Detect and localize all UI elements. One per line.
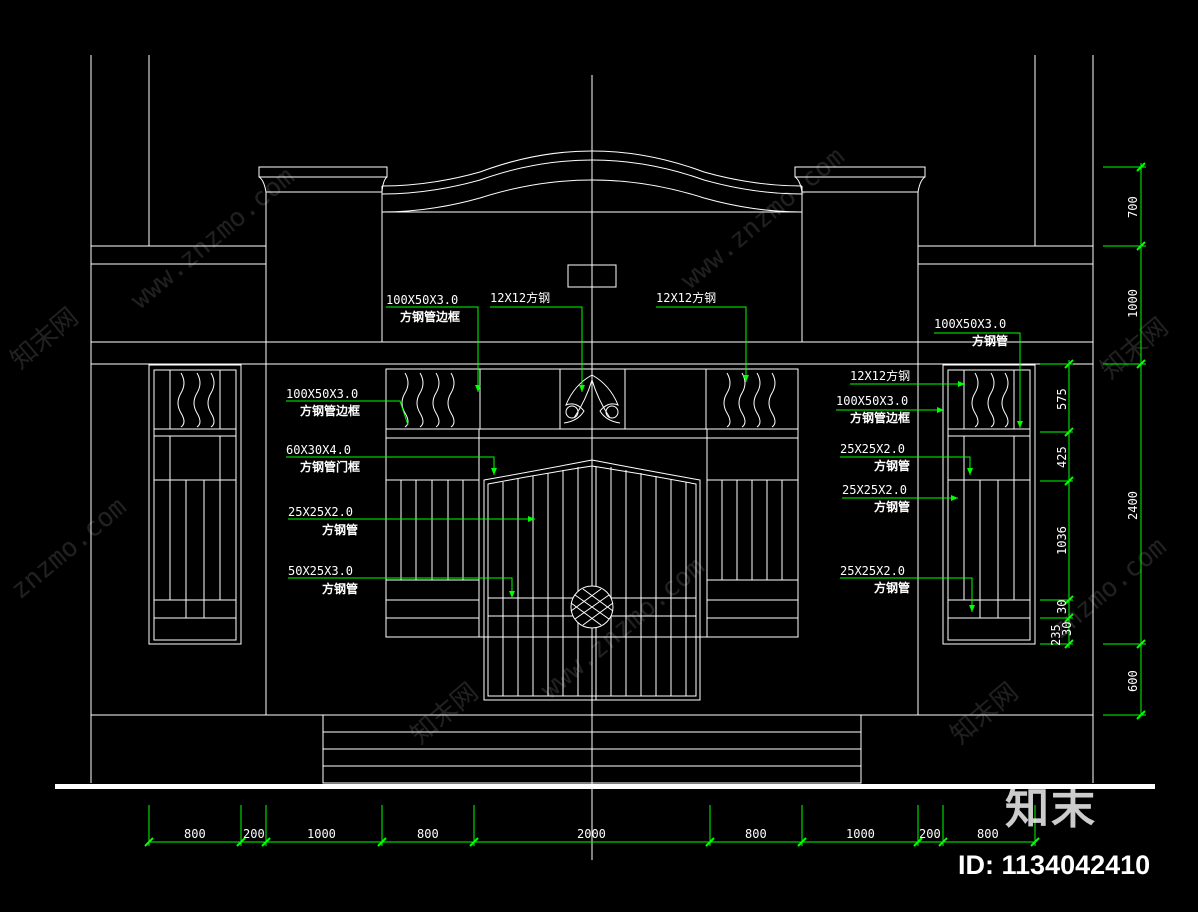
annotation-spec: 25X25X2.0 (288, 505, 353, 519)
annotation-labels: 100X50X3.0 方钢管边框 12X12方钢 12X12方钢 100X50X… (286, 290, 1008, 596)
dim-label: 1000 (846, 827, 875, 841)
dim-label: 800 (977, 827, 999, 841)
annotation-desc: 方钢管 (874, 458, 910, 473)
brand-logo: 知末 (1005, 783, 1097, 834)
leader-lines (286, 306, 1021, 612)
annotation-desc: 方钢管 (322, 581, 358, 596)
annotation-desc: 方钢管边框 (850, 410, 910, 425)
watermark-layer: www.znzmo.com www.znzmo.com znzmo.com zn… (5, 142, 1174, 751)
annotation-spec: 12X12方钢 (850, 368, 910, 383)
annotation-desc: 方钢管 (874, 580, 910, 595)
annotation-spec: 50X25X3.0 (288, 564, 353, 578)
dim-label: 200 (919, 827, 941, 841)
dim-label: 800 (184, 827, 206, 841)
dim-label: 800 (417, 827, 439, 841)
watermark-text: znzmo.com (5, 492, 132, 606)
annotation-desc: 方钢管门框 (300, 459, 360, 474)
annotation-spec: 100X50X3.0 (386, 293, 458, 307)
watermark-text: www.znzmo.com (675, 142, 850, 296)
watermark-text: www.znzmo.com (535, 552, 710, 706)
dim-label: 2000 (577, 827, 606, 841)
annotation-spec: 12X12方钢 (490, 290, 550, 305)
main-gate (483, 459, 701, 701)
dim-label: 1036 (1055, 526, 1069, 555)
annotation-spec: 25X25X2.0 (842, 483, 907, 497)
dim-label: 235 (1049, 624, 1063, 646)
dim-label: 200 (243, 827, 265, 841)
annotation-spec: 100X50X3.0 (934, 317, 1006, 331)
central-grille (385, 368, 799, 638)
watermark-text: www.znzmo.com (125, 162, 300, 316)
right-window (942, 364, 1036, 645)
left-window (148, 364, 242, 645)
image-id-label: ID: 1134042410 (958, 850, 1151, 880)
annotation-spec: 25X25X2.0 (840, 442, 905, 456)
watermark-text: 知末网 (405, 677, 484, 750)
annotation-spec: 25X25X2.0 (840, 564, 905, 578)
watermark-text: 知末网 (945, 677, 1024, 750)
right-outer-dimension-labels: 700 1000 2400 600 (1126, 196, 1140, 692)
building-outline (90, 55, 1094, 860)
dim-label: 600 (1126, 670, 1140, 692)
annotation-desc: 方钢管边框 (400, 309, 460, 324)
watermark-text: 知末网 (5, 302, 84, 375)
right-inner-dimension-labels: 575 425 1036 30 235 30 (1049, 388, 1074, 646)
annotation-spec: 100X50X3.0 (836, 394, 908, 408)
watermark-text: 知末网 (1095, 312, 1174, 385)
dim-label: 30 (1060, 622, 1074, 636)
dim-label: 30 (1055, 600, 1069, 614)
dim-label: 575 (1055, 388, 1069, 410)
annotation-spec: 60X30X4.0 (286, 443, 351, 457)
annotation-spec: 100X50X3.0 (286, 387, 358, 401)
dim-label: 1000 (307, 827, 336, 841)
dim-label: 2400 (1126, 491, 1140, 520)
right-inner-dimension-chain (1040, 359, 1074, 649)
dim-label: 700 (1126, 196, 1140, 218)
bottom-dimension-chain (144, 805, 1040, 847)
annotation-desc: 方钢管边框 (300, 403, 360, 418)
dim-label: 800 (745, 827, 767, 841)
ground-line (55, 784, 1155, 789)
annotation-desc: 方钢管 (972, 333, 1008, 348)
annotation-desc: 方钢管 (322, 522, 358, 537)
dim-label: 1000 (1126, 289, 1140, 318)
leader-arrowheads (475, 375, 1023, 612)
bottom-dimension-labels: 800 200 1000 800 2000 800 1000 200 800 (184, 827, 999, 841)
annotation-spec: 12X12方钢 (656, 290, 716, 305)
dim-label: 425 (1055, 446, 1069, 468)
annotation-desc: 方钢管 (874, 499, 910, 514)
right-outer-dimension-chain (1103, 162, 1146, 720)
